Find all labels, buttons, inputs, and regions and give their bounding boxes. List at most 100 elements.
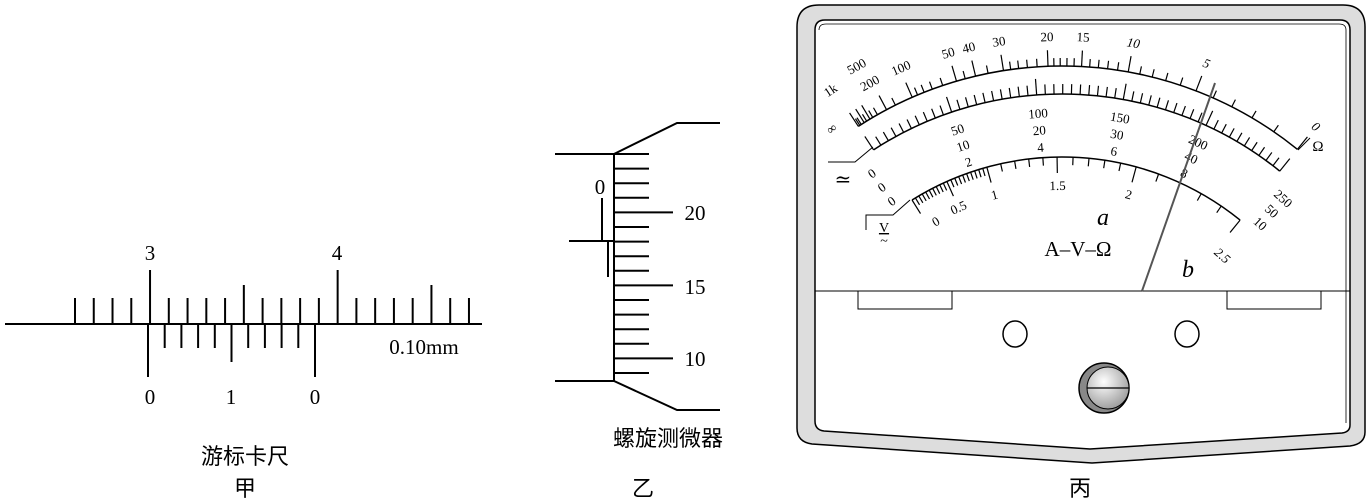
ac-minor-tick [942, 182, 948, 191]
ohm-minor-tick [872, 107, 878, 116]
dc-scale-label-row-0: 100 [1028, 105, 1049, 121]
ac-minor-tick [921, 193, 927, 202]
dc-symbol: ≃ [835, 169, 852, 191]
ohm-minor-tick [861, 113, 868, 122]
ohm-major-tick [1127, 56, 1132, 73]
ac-scale-label: 1 [989, 187, 999, 203]
ohm-minor-tick [1179, 77, 1184, 86]
ac-minor-tick [1014, 160, 1017, 169]
dc-minor-tick [964, 97, 969, 108]
ac-minor-tick [1000, 163, 1003, 172]
ac-scale-arc [911, 156, 1241, 221]
ohm-minor-tick [1036, 58, 1038, 67]
dc-minor-tick [922, 111, 928, 122]
ohm-label: 10 [1126, 34, 1142, 51]
dc-major-tick [1279, 158, 1291, 172]
ohm-minor-tick [939, 77, 944, 86]
dc-minor-tick [1156, 97, 1161, 108]
ohm-minor-tick [985, 65, 989, 74]
dc-minor-tick [1228, 128, 1235, 138]
ac-minor-tick [925, 191, 931, 200]
ohm-major-tick [1000, 54, 1005, 71]
ac-scale-label: 0.5 [948, 197, 969, 217]
ac-minor-tick [918, 195, 924, 204]
ohm-minor-tick [1273, 124, 1279, 133]
ac-symbol-wave: ~ [880, 234, 888, 249]
thimble-bottom-edge [555, 380, 720, 411]
ac-minor-tick [982, 168, 986, 177]
ac-minor-tick [935, 186, 941, 194]
dc-minor-tick [1148, 95, 1152, 106]
ac-minor-tick [914, 197, 921, 206]
dc-minor-tick [890, 127, 897, 137]
dc-minor-tick [1213, 119, 1219, 130]
dc-scale-label-row-2: 2 [963, 154, 974, 170]
dc-minor-tick [914, 115, 920, 126]
ohm-minor-tick [856, 117, 862, 125]
dc-minor-tick [1221, 123, 1227, 134]
ohm-minor-tick [1251, 110, 1257, 119]
ohm-minor-tick [913, 87, 919, 96]
ohm-major-tick [849, 112, 859, 127]
dc-minor-tick [999, 89, 1003, 100]
ohm-label: 30 [991, 33, 1006, 50]
ohm-major-tick [878, 95, 888, 110]
ac-minor-tick [1155, 173, 1160, 182]
ohm-major-tick [1195, 75, 1203, 92]
dc-minor-tick [906, 119, 912, 129]
ohm-major-tick [861, 105, 871, 120]
main-scale-label-3: 3 [145, 241, 156, 265]
ohm-minor-tick [920, 84, 925, 93]
ac-minor-tick [962, 174, 966, 183]
dc-minor-tick [1258, 146, 1266, 156]
ohm-label: 50 [940, 44, 957, 62]
dc-minor-tick [1265, 152, 1273, 161]
dc-minor-tick [875, 136, 882, 146]
ohm-major-tick [1080, 50, 1084, 67]
thimble-label-10: 10 [685, 347, 706, 371]
dc-minor-tick [1243, 137, 1251, 147]
ac-minor-tick [950, 179, 955, 188]
dc-minor-tick [1236, 132, 1243, 142]
ac-major-tick [1131, 166, 1137, 183]
ohm-major-tick [951, 65, 958, 82]
dc-scale-label-row-2: 6 [1109, 143, 1119, 159]
dc-minor-tick [982, 92, 986, 103]
dc-scale-label-row-1: 30 [1109, 126, 1124, 143]
dc-minor-tick [1181, 105, 1186, 116]
ohm-minor-tick [868, 110, 874, 118]
micrometer-caption: 螺旋测微器 [613, 427, 723, 452]
thimble-label-20: 20 [685, 201, 706, 225]
meter-pointer [1141, 82, 1216, 292]
dc-major-tick [1122, 83, 1127, 100]
figure-label-bing: 丙 [1069, 477, 1091, 502]
dc-minor-tick [1139, 93, 1144, 104]
ohm-label: 100 [889, 57, 913, 79]
ac-scale-label: 2 [1124, 186, 1134, 202]
ohm-minor-tick [854, 118, 861, 126]
dc-major-tick [1205, 110, 1214, 126]
ohm-minor-tick [1106, 60, 1110, 69]
dc-major-tick [1034, 78, 1038, 95]
dc-scale-label-row-2: 4 [1037, 140, 1045, 155]
marker-a: a [1097, 205, 1109, 231]
right-terminal [1174, 320, 1200, 348]
ohm-label: 40 [961, 39, 977, 57]
ac-scale-leader [865, 199, 911, 230]
dc-minor-tick [1251, 141, 1258, 151]
dc-scale-label-row-0: 150 [1109, 109, 1131, 127]
dc-minor-tick [1197, 112, 1203, 123]
ac-major-tick [946, 181, 954, 197]
ohm-minor-tick [962, 70, 966, 79]
dc-scale-arc [873, 93, 1281, 172]
dc-minor-tick [898, 123, 905, 133]
ohm-major-tick [1046, 50, 1049, 67]
ac-minor-tick [954, 177, 959, 186]
dc-minor-tick [991, 90, 995, 101]
ohm-label: 20 [1040, 29, 1054, 44]
ac-major-tick [986, 167, 992, 183]
main-scale-label-4: 4 [332, 241, 343, 265]
